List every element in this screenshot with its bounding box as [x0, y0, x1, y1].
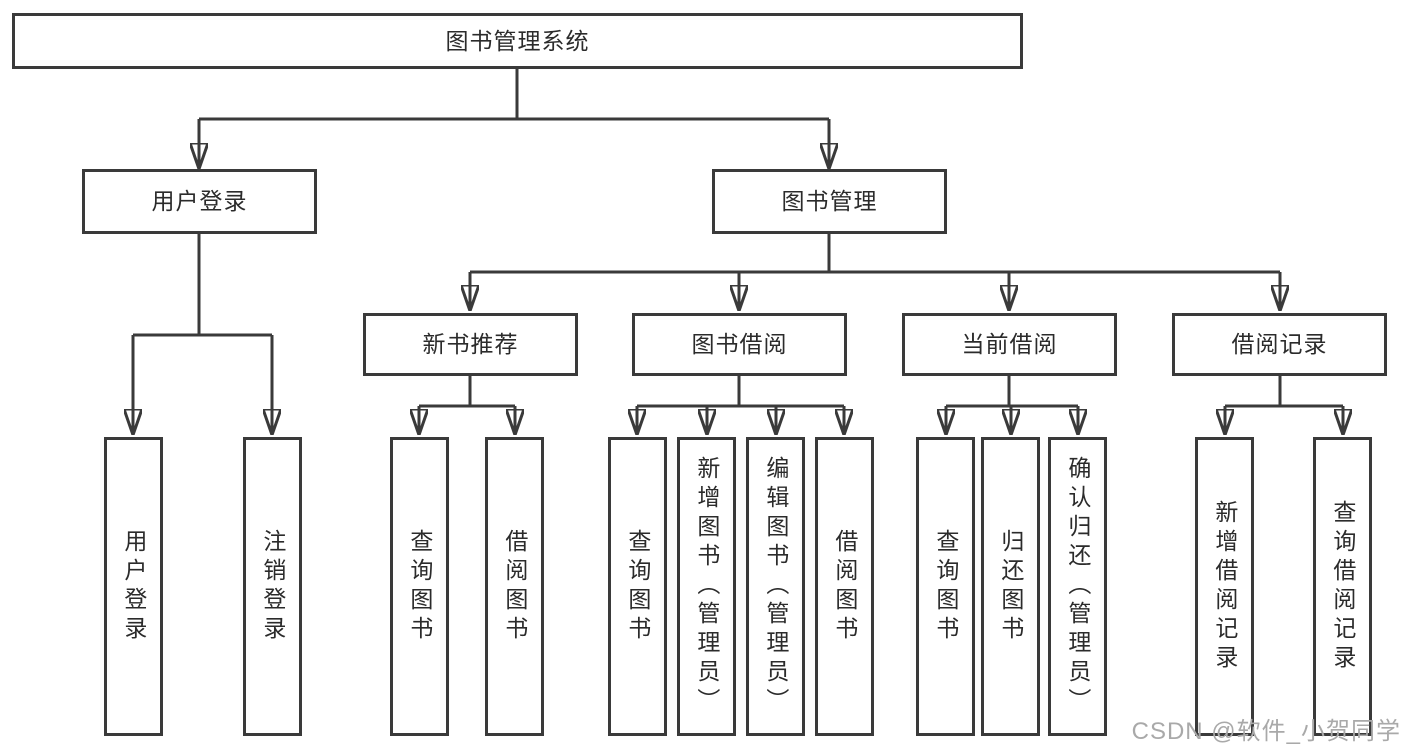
connector-current-stem: [946, 376, 1078, 408]
leaf-add-borrow-record: 新增借阅记录: [1195, 437, 1254, 736]
leaf-borrow-books-recommend: 借阅图书: [485, 437, 544, 736]
leaf-user-login: 用户登录: [104, 437, 163, 736]
leaf-edit-book-admin: 编辑图书（管理员）: [746, 437, 805, 736]
leaf-confirm-return-admin: 确认归还（管理员）: [1048, 437, 1107, 736]
connector-newbook-stem: [419, 376, 515, 408]
leaf-query-borrow-record: 查询借阅记录: [1313, 437, 1372, 736]
node-current-borrow: 当前借阅: [902, 313, 1117, 376]
leaf-query-books-current: 查询图书: [916, 437, 975, 736]
leaf-borrow-books: 借阅图书: [815, 437, 874, 736]
connector-bookmgmt-stem: [470, 234, 1280, 274]
connector-root-stem: [199, 69, 829, 121]
leaf-logout: 注销登录: [243, 437, 302, 736]
connector-borrow-stem: [637, 376, 844, 408]
connector-userlogin-stem: [133, 234, 272, 337]
leaf-add-book-admin: 新增图书（管理员）: [677, 437, 736, 736]
leaf-return-book: 归还图书: [981, 437, 1040, 736]
leaf-query-books-borrow: 查询图书: [608, 437, 667, 736]
node-user-login: 用户登录: [82, 169, 317, 234]
node-borrow-records: 借阅记录: [1172, 313, 1387, 376]
node-new-book-recommend: 新书推荐: [363, 313, 578, 376]
connector-records-stem: [1225, 376, 1343, 408]
node-book-borrow: 图书借阅: [632, 313, 847, 376]
node-root: 图书管理系统: [12, 13, 1023, 69]
leaf-query-books-recommend: 查询图书: [390, 437, 449, 736]
node-book-management: 图书管理: [712, 169, 947, 234]
watermark-text: CSDN @软件_小贺同学: [1131, 718, 1401, 745]
